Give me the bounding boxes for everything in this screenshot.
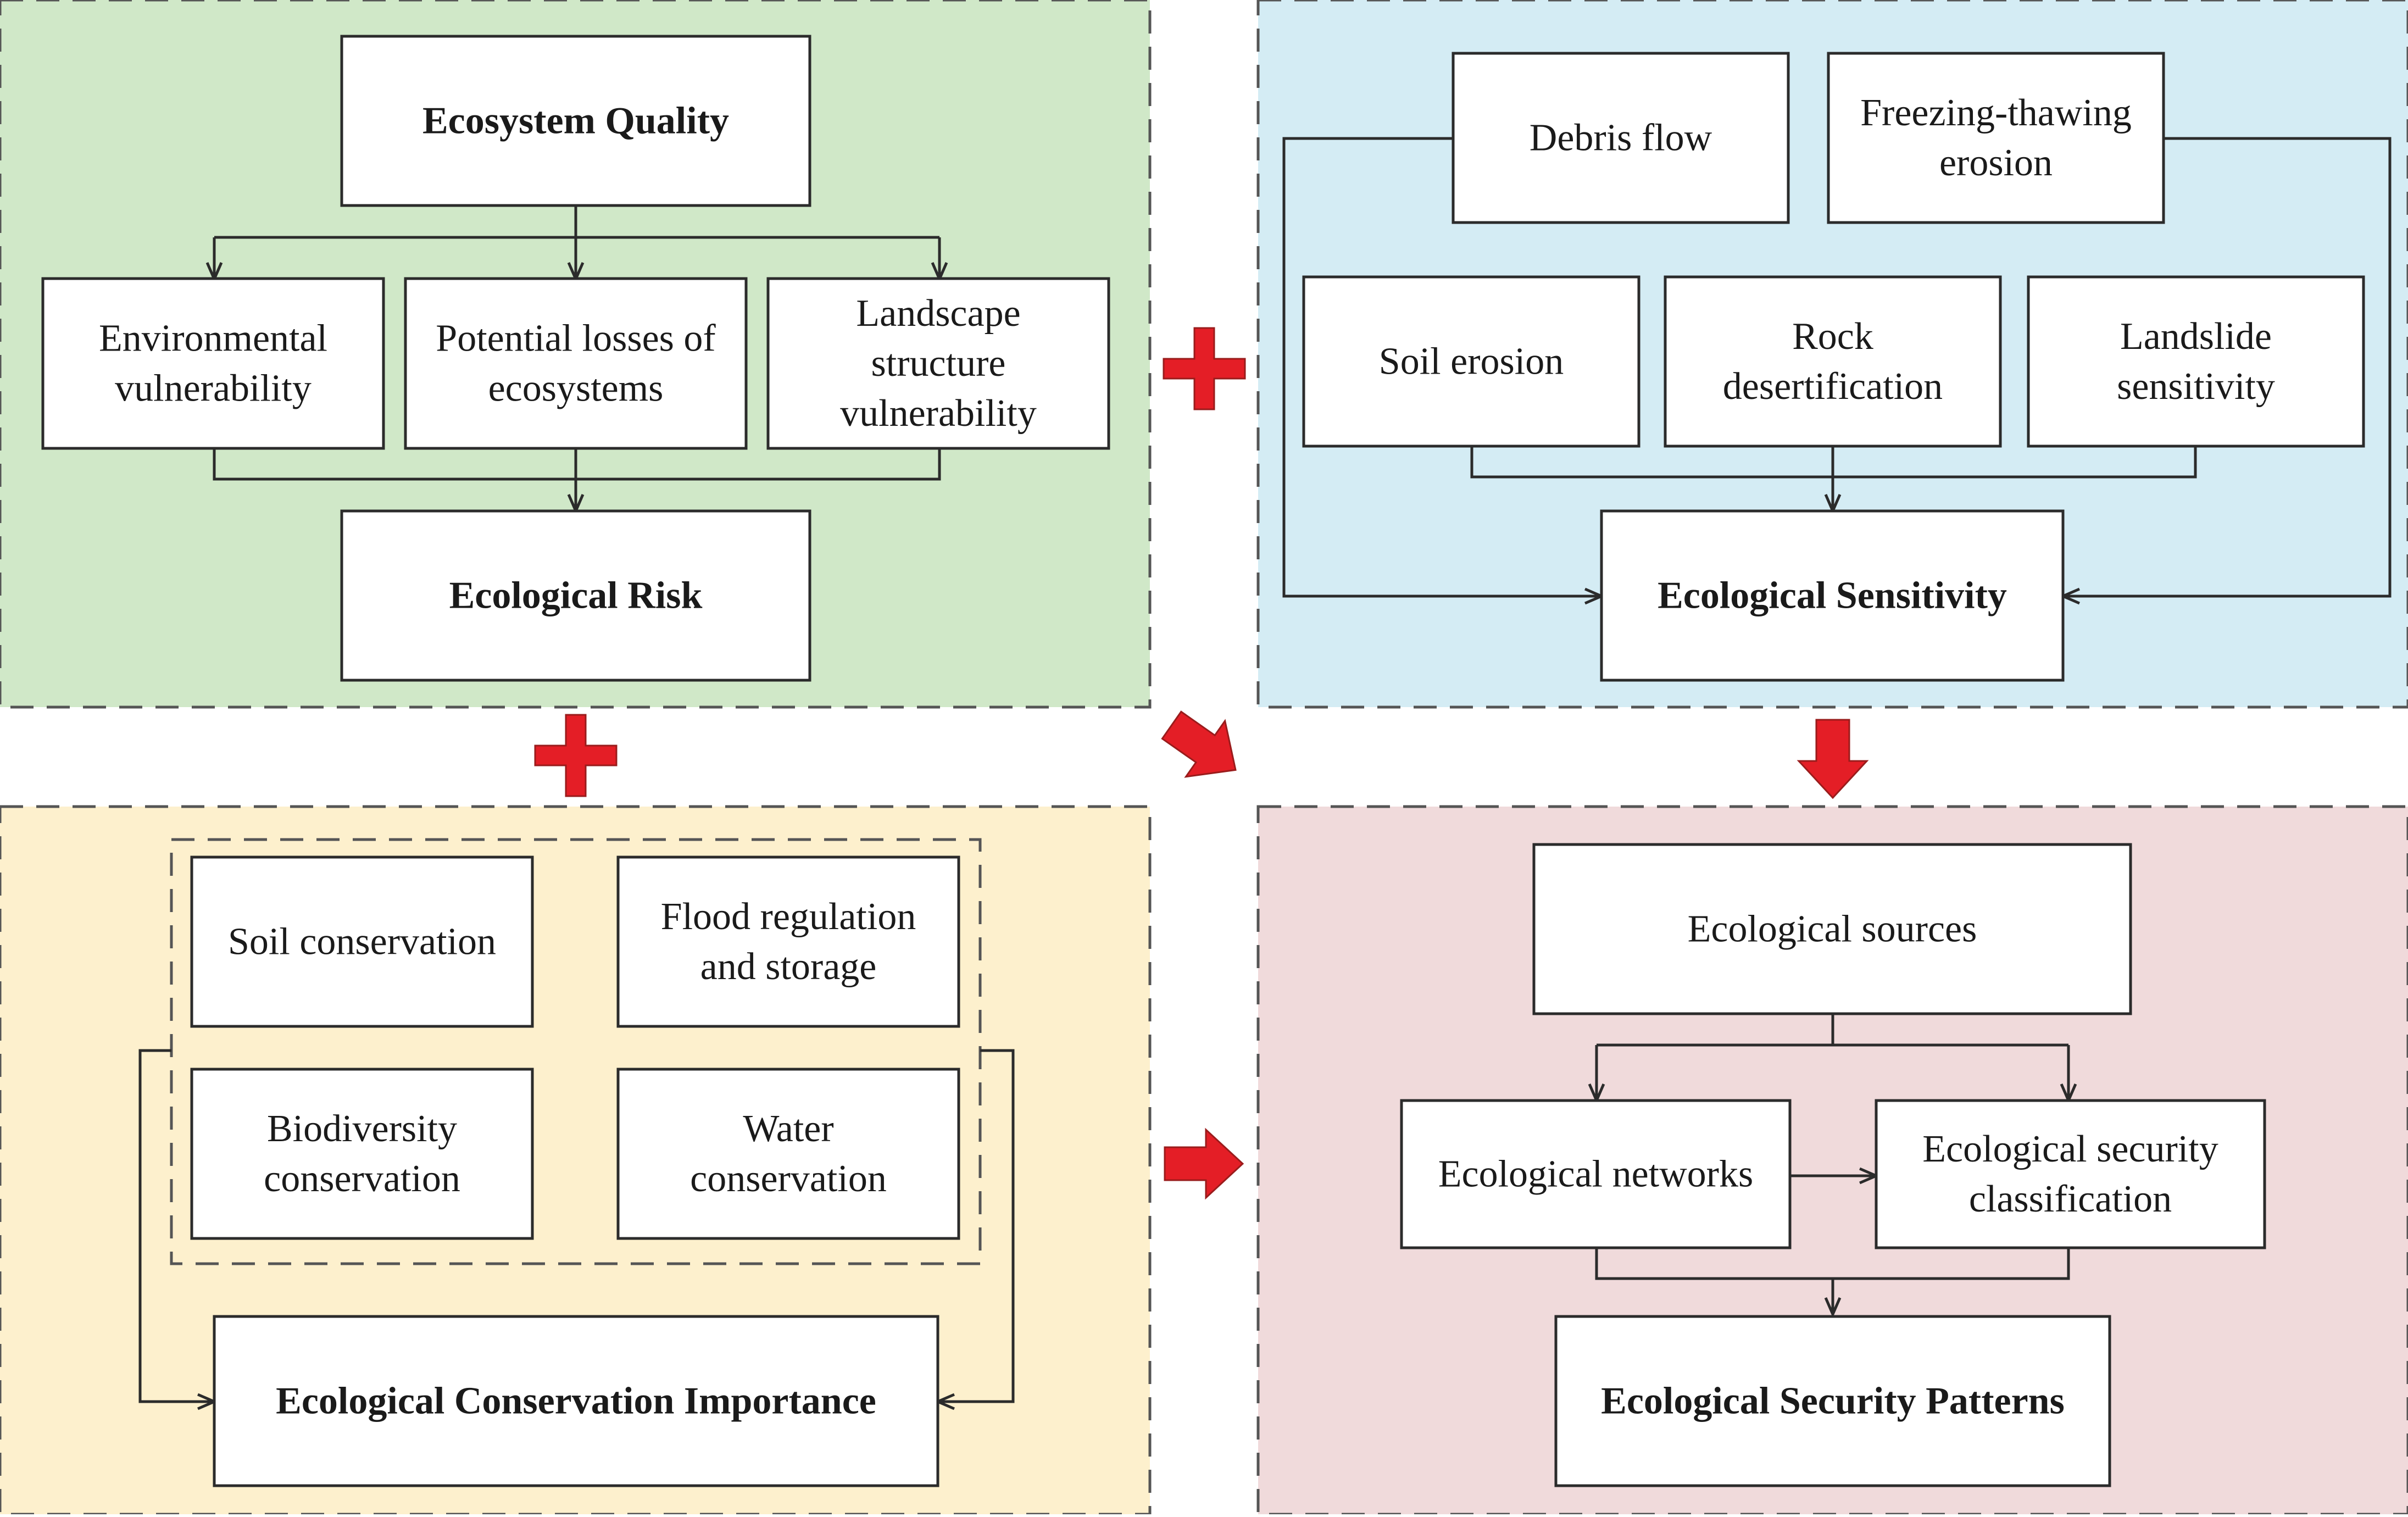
- node-ecological-security-patterns-box: [1554, 1315, 2111, 1487]
- node-soil-erosion-label-line: Soil erosion: [1379, 341, 1564, 383]
- node-potential-losses-box: [404, 277, 748, 450]
- node-debris-flow: Debris flow: [1452, 52, 1790, 224]
- node-water-conservation: Water conservation: [616, 1068, 960, 1240]
- node-landscape-structure: Landscape structure vulnerability: [766, 277, 1110, 450]
- node-soil-conservation-label-line: Soil conservation: [228, 921, 496, 963]
- node-water-conservation-label-line: conservation: [690, 1158, 887, 1200]
- node-biodiversity-conservation-label-line: Biodiversity: [267, 1108, 457, 1150]
- node-ecological-security-classification-box: [1875, 1099, 2266, 1249]
- node-ecological-sensitivity-box: [1600, 509, 2065, 682]
- node-ecological-conservation-importance-label-line: Ecological Conservation Importance: [276, 1380, 876, 1422]
- node-biodiversity-conservation-label-line: conservation: [264, 1158, 460, 1200]
- node-ecological-risk-box: [340, 509, 811, 682]
- node-ecological-sensitivity-label-line: Ecological Sensitivity: [1658, 575, 2007, 617]
- node-flood-regulation-label-line: and storage: [700, 946, 877, 988]
- node-debris-flow-label-line: Debris flow: [1530, 117, 1712, 159]
- node-ecological-security-classification-label-line: classification: [1969, 1178, 2172, 1220]
- node-ecosystem-quality-label-line: Ecosystem Quality: [422, 100, 729, 142]
- node-ecological-conservation-importance-box: [213, 1315, 939, 1487]
- node-ecological-risk-label-line: Ecological Risk: [449, 575, 703, 617]
- connectors-security: [1597, 1014, 2068, 1314]
- node-environmental-vulnerability: Environmental vulnerability: [41, 277, 385, 450]
- node-landslide-sensitivity: Landslide sensitivity: [2027, 275, 2365, 448]
- node-ecological-networks-box: [1400, 1099, 1792, 1249]
- node-freezing-thawing-box: [1827, 52, 2165, 224]
- node-ecological-sources: Ecological sources: [1532, 843, 2132, 1015]
- block-arrows: [1161, 710, 1869, 1200]
- plus-icon-left: [534, 714, 618, 797]
- node-freezing-thawing: Freezing-thawing erosion: [1827, 52, 2165, 224]
- node-ecological-networks-label-line: Ecological networks: [1438, 1153, 1753, 1196]
- node-flood-regulation: Flood regulation and storage: [616, 855, 960, 1028]
- node-landslide-sensitivity-box: [2027, 275, 2365, 448]
- node-environmental-vulnerability-label-line: Environmental: [99, 318, 327, 360]
- node-soil-erosion: Soil erosion: [1302, 275, 1640, 448]
- node-flood-regulation-label-line: Flood regulation: [661, 896, 916, 938]
- node-flood-regulation-box: [616, 855, 960, 1028]
- node-ecological-networks: Ecological networks: [1400, 1099, 1792, 1249]
- block-arrow-icon-diagonal: [1161, 710, 1237, 778]
- plus-icon-top: [1163, 327, 1246, 410]
- node-rock-desertification-label-line: Rock: [1792, 315, 1873, 358]
- node-water-conservation-box: [616, 1068, 960, 1240]
- node-ecological-security-patterns: Ecological Security Patterns: [1554, 1315, 2111, 1487]
- node-potential-losses: Potential losses of ecosystems: [404, 277, 748, 450]
- node-ecological-sources-box: [1532, 843, 2132, 1015]
- block-arrow-icon-down: [1797, 719, 1869, 799]
- node-soil-erosion-box: [1302, 275, 1640, 448]
- node-ecosystem-quality-box: [340, 35, 811, 207]
- node-ecological-sensitivity: Ecological Sensitivity: [1600, 509, 2065, 682]
- node-ecological-risk: Ecological Risk: [340, 509, 811, 682]
- block-arrow-icon-right: [1164, 1127, 1244, 1200]
- node-biodiversity-conservation-box: [190, 1068, 534, 1240]
- node-environmental-vulnerability-box: [41, 277, 385, 450]
- node-landscape-structure-label-line: structure: [871, 342, 1006, 385]
- node-potential-losses-label-line: Potential losses of: [436, 318, 716, 360]
- node-debris-flow-box: [1452, 52, 1790, 224]
- node-environmental-vulnerability-label-line: vulnerability: [115, 368, 312, 410]
- node-rock-desertification-label-line: desertification: [1723, 365, 1943, 408]
- node-ecological-security-classification-label-line: Ecological security: [1922, 1128, 2218, 1170]
- node-ecological-sources-label-line: Ecological sources: [1688, 908, 1977, 951]
- node-landscape-structure-label-line: vulnerability: [840, 392, 1037, 435]
- node-freezing-thawing-label-line: Freezing-thawing: [1860, 92, 2132, 134]
- node-biodiversity-conservation: Biodiversity conservation: [190, 1068, 534, 1240]
- connectors-sensitivity: [1282, 137, 2392, 596]
- node-ecological-conservation-importance: Ecological Conservation Importance: [213, 1315, 939, 1487]
- connectors-conservation: [138, 1049, 1015, 1402]
- node-landscape-structure-box: [766, 277, 1110, 450]
- plus-signs: [534, 327, 1246, 797]
- node-rock-desertification: Rock desertification: [1664, 275, 2002, 448]
- node-freezing-thawing-label-line: erosion: [1939, 142, 2053, 184]
- node-potential-losses-label-line: ecosystems: [488, 368, 664, 410]
- node-landscape-structure-label-line: Landscape: [856, 292, 1020, 335]
- node-soil-conservation: Soil conservation: [190, 855, 534, 1028]
- node-landslide-sensitivity-label-line: Landslide: [2120, 315, 2272, 358]
- node-soil-conservation-box: [190, 855, 534, 1028]
- node-ecosystem-quality: Ecosystem Quality: [340, 35, 811, 207]
- node-landslide-sensitivity-label-line: sensitivity: [2117, 365, 2275, 408]
- node-ecological-security-patterns-label-line: Ecological Security Patterns: [1601, 1380, 2065, 1422]
- node-rock-desertification-box: [1664, 275, 2002, 448]
- node-water-conservation-label-line: Water: [743, 1108, 833, 1150]
- node-ecological-security-classification: Ecological security classification: [1875, 1099, 2266, 1249]
- connectors-quality: [214, 206, 939, 511]
